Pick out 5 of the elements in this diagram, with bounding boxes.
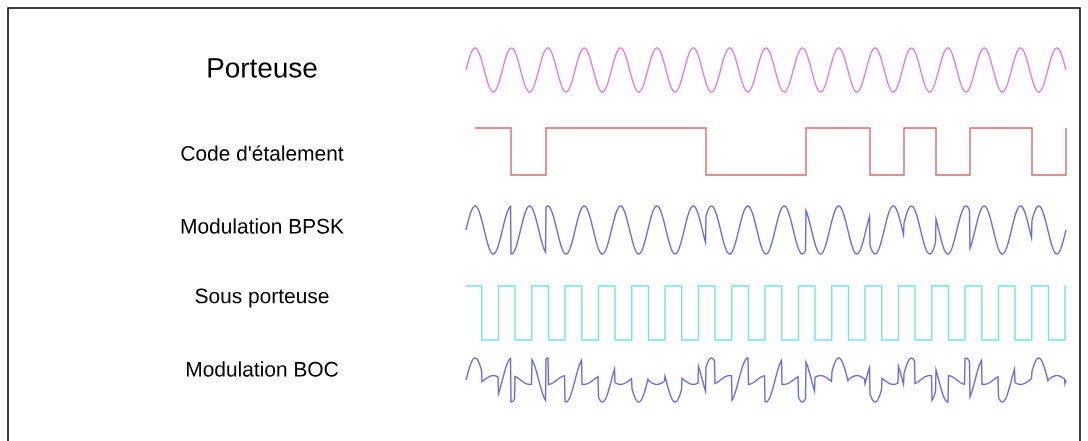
signal-label: Modulation BPSK	[181, 218, 344, 234]
signal-label: Porteuse	[208, 58, 317, 78]
signal-label: Modulation BOC	[187, 361, 338, 377]
signal-label: Sous porteuse	[195, 288, 329, 308]
signal-label: Code d'étalement	[181, 145, 344, 161]
